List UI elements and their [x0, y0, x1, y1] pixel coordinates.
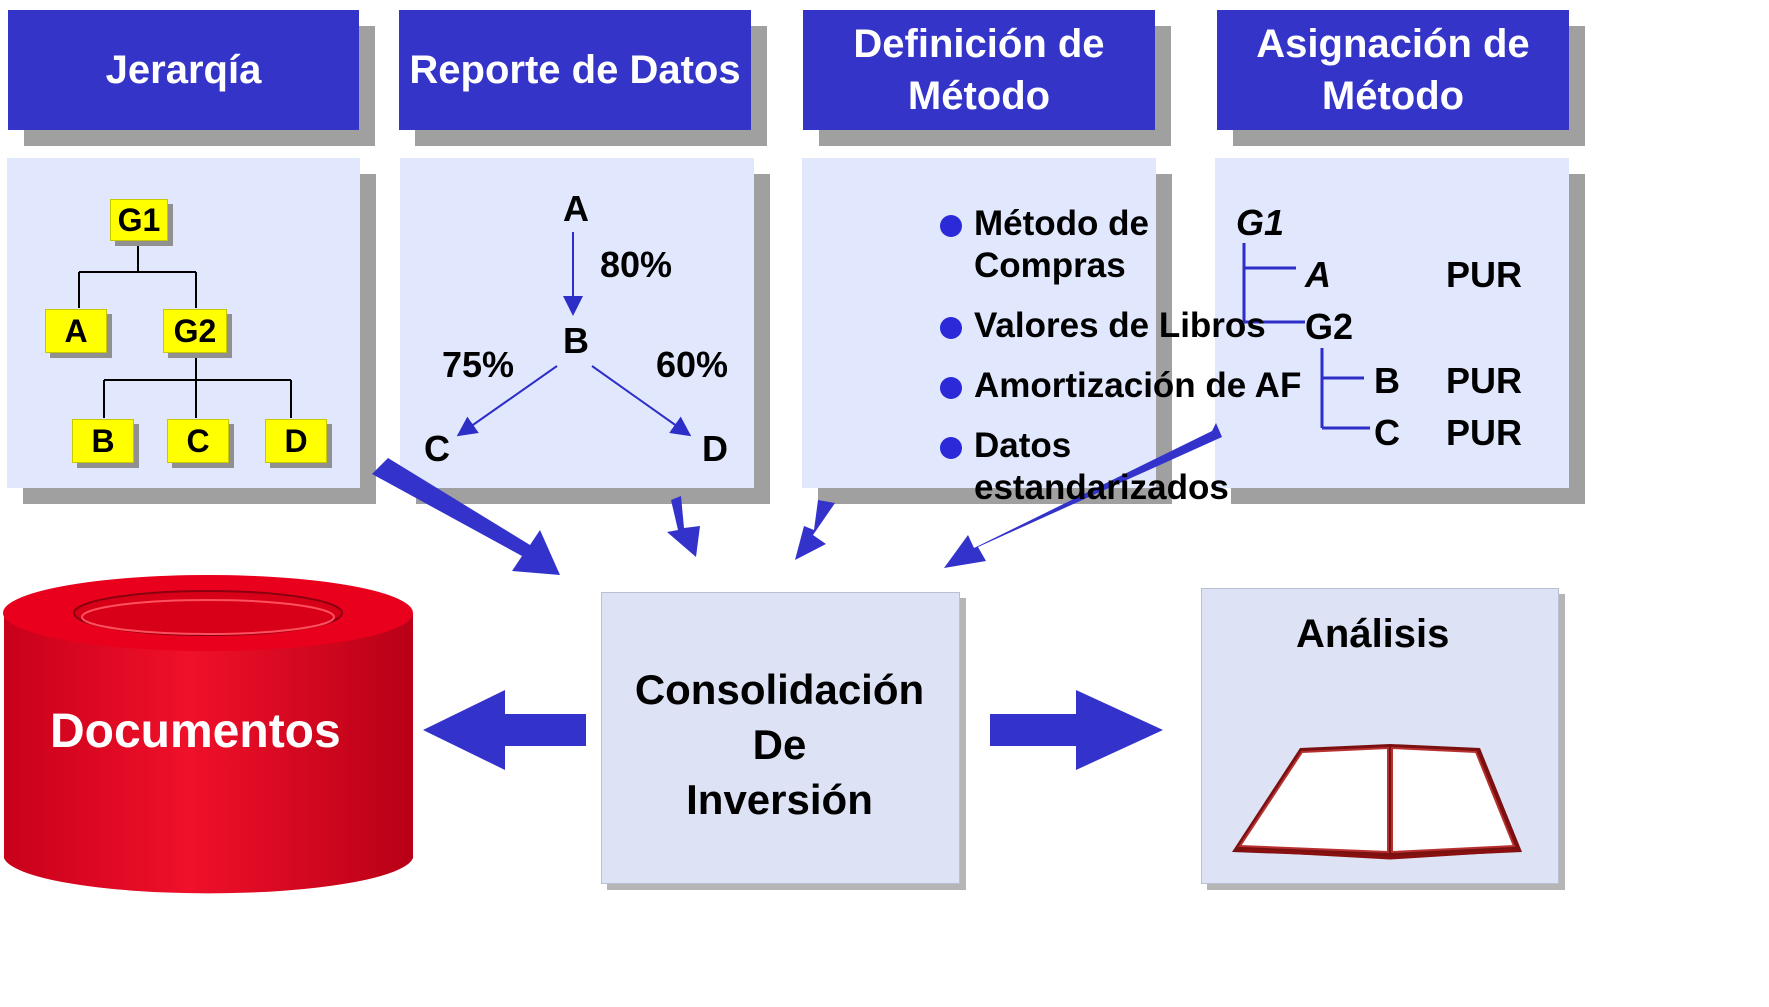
consolidation-text: Consolidación De Inversión — [601, 662, 958, 827]
consolidation-box — [601, 592, 960, 884]
arrow-definition-to-consolidation — [795, 500, 835, 560]
definition-item: Método de Compras — [932, 203, 1304, 287]
header-definicion-line2: Método — [907, 74, 1051, 118]
definition-list: Método de Compras Valores de Libros Amor… — [932, 203, 1304, 527]
hierarchy-node-b-label: B — [91, 422, 115, 459]
bullet-icon — [940, 377, 962, 399]
report-node-d: D — [702, 428, 728, 469]
header-asignacion-metodo: Asignación de Método — [1217, 10, 1569, 130]
documents-label: Documentos — [50, 705, 341, 758]
report-pct-b-d: 60% — [656, 344, 729, 385]
assignment-node-a: A — [1305, 254, 1331, 295]
hierarchy-node-c-label: C — [186, 422, 210, 459]
header-reporte-datos: Reporte de Datos — [399, 10, 751, 130]
hierarchy-node-d: D — [265, 419, 327, 463]
header-reporte-label: Reporte de Datos — [409, 48, 741, 92]
assignment-method-a: PUR — [1446, 254, 1523, 295]
consolidation-line1: Consolidación — [634, 666, 925, 713]
report-node-c: C — [424, 428, 450, 469]
arrow-assignment-to-consolidation — [944, 423, 1222, 568]
hierarchy-node-g2: G2 — [163, 309, 227, 353]
report-arrows — [456, 232, 692, 437]
open-book-icon — [1232, 744, 1522, 860]
assignment-method-b: PUR — [1446, 360, 1523, 401]
assignment-node-b: B — [1374, 360, 1400, 401]
header-asignacion-line2: Método — [1321, 74, 1465, 118]
definition-item-label: Método de Compras — [974, 204, 1149, 285]
definition-item-label: Datos estandarizados — [974, 426, 1229, 507]
hierarchy-node-a-label: A — [64, 312, 88, 349]
header-definicion-metodo: Definición de Método — [803, 10, 1155, 130]
consolidation-line3: Inversión — [686, 776, 873, 823]
bullet-icon — [940, 437, 962, 459]
arrow-to-documents — [423, 690, 586, 770]
definition-item: Datos estandarizados — [932, 425, 1304, 509]
assignment-method-c: PUR — [1446, 412, 1523, 453]
header-asignacion-line1: Asignación de — [1256, 22, 1530, 66]
definition-item: Amortización de AF — [932, 365, 1304, 407]
arrow-hierarchy-to-consolidation — [372, 458, 560, 575]
bullet-icon — [940, 317, 962, 339]
report-node-a: A — [563, 188, 589, 229]
header-jerarquia-label: Jerarqía — [105, 48, 262, 92]
hierarchy-node-g1: G1 — [110, 199, 168, 241]
hierarchy-node-a: A — [45, 309, 107, 353]
hierarchy-node-g1-label: G1 — [117, 201, 161, 238]
assignment-node-c: C — [1374, 412, 1400, 453]
hierarchy-node-d-label: D — [284, 422, 308, 459]
thick-arrows — [372, 423, 1222, 770]
assignment-root: G1 — [1236, 202, 1285, 243]
assignment-tree-lines — [1242, 243, 1370, 430]
arrow-report-to-consolidation — [667, 496, 700, 557]
arrow-to-analysis — [990, 690, 1163, 770]
report-pct-b-c: 75% — [442, 344, 515, 385]
panel-definition — [802, 158, 1156, 488]
definition-item-label: Amortización de AF — [974, 366, 1302, 405]
header-definicion-line1: Definición de — [853, 22, 1105, 66]
consolidation-line2: De — [752, 721, 807, 768]
report-pct-a-b: 80% — [600, 244, 673, 285]
definition-item: Valores de Libros — [932, 305, 1304, 347]
documents-cylinder-icon — [3, 575, 413, 894]
analysis-label: Análisis — [1296, 612, 1450, 656]
header-jerarquia: Jerarqía — [8, 10, 359, 130]
hierarchy-node-g2-label: G2 — [173, 312, 217, 349]
hierarchy-node-c: C — [167, 419, 229, 463]
hierarchy-tree-lines — [78, 238, 292, 418]
hierarchy-node-b: B — [72, 419, 134, 463]
report-node-b: B — [563, 320, 589, 361]
assignment-node-g2: G2 — [1305, 306, 1354, 347]
bullet-icon — [940, 215, 962, 237]
definition-item-label: Valores de Libros — [974, 306, 1266, 345]
